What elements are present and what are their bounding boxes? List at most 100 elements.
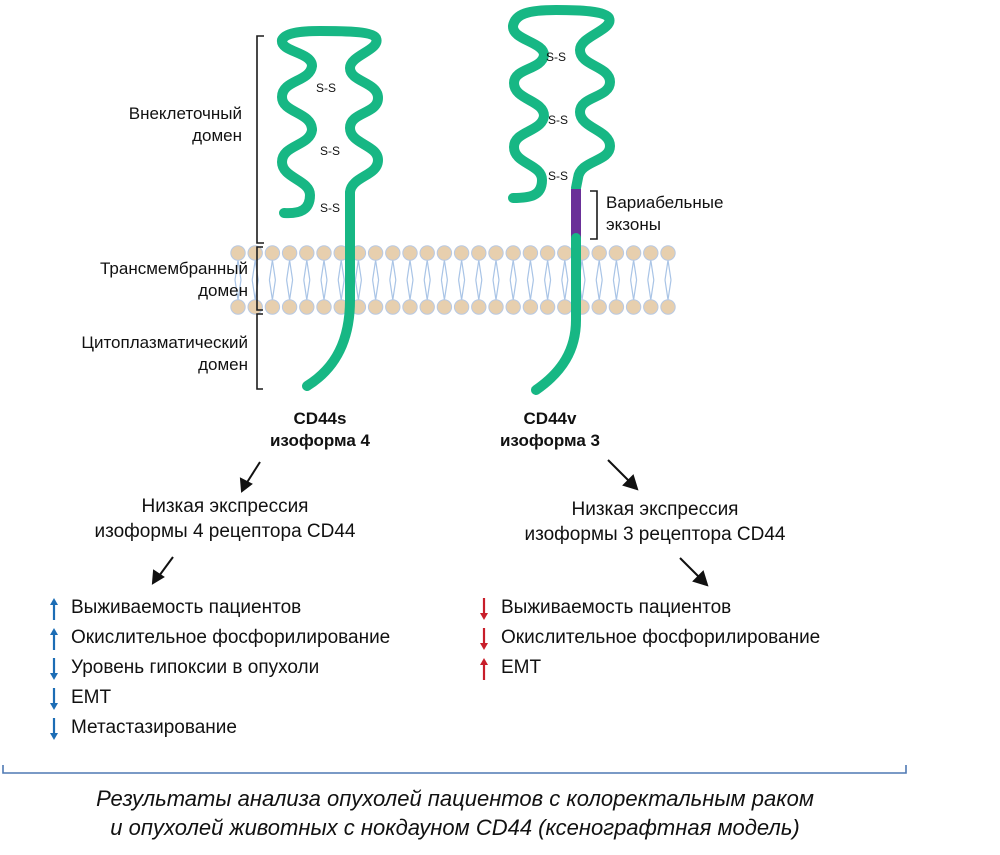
effect-line: изоформы 3 рецептора CD44 — [524, 524, 786, 545]
lipid-tail — [372, 279, 377, 300]
lipid-tail — [320, 260, 325, 281]
lipid-tail — [392, 279, 397, 300]
lipid-tail — [392, 260, 397, 281]
lipid-tail — [289, 279, 294, 300]
lipid-tail — [561, 279, 566, 300]
lipid-tail — [337, 260, 342, 281]
lipid-tail — [423, 279, 428, 300]
label-line: Внеклеточный — [128, 104, 242, 123]
down-arrow-icon — [50, 688, 58, 710]
cd44s-effect: Низкая экспрессия изоформы 4 рецептора C… — [50, 494, 400, 544]
lipid-head — [522, 245, 539, 261]
lipid-head — [385, 299, 401, 315]
outcome-item: Выживаемость пациентов — [501, 597, 732, 618]
lipid-head — [488, 299, 504, 315]
lipid-tail — [237, 279, 242, 300]
arrow-effect3-to-outcomes — [679, 557, 701, 579]
isoform-subtitle: изоформа 4 — [269, 431, 371, 450]
lipid-head — [539, 245, 556, 261]
lipid-tail — [495, 260, 500, 281]
lipid-tail — [354, 279, 359, 300]
lipid-head — [316, 299, 332, 315]
lipid-head — [557, 245, 573, 261]
lipid-tail — [630, 260, 635, 281]
lipid-tail — [237, 260, 242, 281]
lipid-tail — [303, 279, 308, 300]
lipid-tail — [495, 279, 500, 300]
disulfide-bond-label: S-S — [546, 50, 567, 64]
lipid-tail — [630, 279, 635, 300]
lipid-head — [608, 245, 625, 261]
lipid-tail — [529, 260, 534, 281]
cell-membrane — [230, 245, 676, 315]
lipid-tail — [650, 279, 655, 300]
arrowhead-icon — [151, 569, 165, 585]
lipid-head — [367, 245, 384, 261]
isoform-name: CD44s — [293, 409, 347, 428]
transmembrane-bracket — [256, 246, 263, 311]
cytoplasmic-bracket — [256, 313, 263, 390]
lipid-tail — [598, 260, 603, 281]
lipid-tail — [389, 279, 394, 300]
lipid-tail — [372, 260, 377, 281]
lipid-head — [625, 299, 642, 315]
lipid-tail — [478, 279, 483, 300]
cd44v-extracellular-chain — [508, 4, 616, 203]
lipid-tail — [595, 279, 600, 300]
lipid-tail — [667, 260, 672, 281]
lipid-head — [660, 245, 676, 261]
lipid-head — [625, 245, 642, 261]
outcome-item: Окислительное фосфорилирование — [71, 627, 391, 648]
arrowhead-icon — [622, 474, 639, 491]
lipid-head — [471, 245, 487, 261]
outcome-item: Окислительное фосфорилирование — [501, 627, 821, 648]
lipid-tail — [612, 279, 617, 300]
lipid-tail — [440, 260, 445, 281]
disulfide-bond-label: S-S — [316, 81, 337, 95]
lipid-tail — [512, 260, 517, 281]
lipid-head — [281, 245, 298, 261]
outcome-item: ЕМТ — [501, 657, 542, 678]
lipid-head — [264, 245, 281, 261]
up-arrow-icon — [480, 658, 488, 680]
lipid-head — [419, 299, 435, 315]
lipid-head — [453, 245, 470, 261]
lipid-tail — [598, 279, 603, 300]
lipid-head — [402, 299, 418, 315]
lipid-tail — [375, 260, 380, 281]
lipid-head — [230, 299, 246, 315]
lipid-head — [281, 299, 298, 315]
lipid-tail — [406, 260, 411, 281]
effect-line: изоформы 4 рецептора CD44 — [94, 521, 356, 542]
lipid-tail — [461, 260, 466, 281]
effect-line: Низкая экспрессия — [141, 496, 309, 517]
cd44v-title: CD44v изоформа 3 — [480, 408, 620, 452]
outcome-item: Уровень гипоксии в опухоли — [71, 657, 320, 678]
lipid-tail — [375, 279, 380, 300]
lipid-tail — [581, 279, 586, 300]
down-arrow-icon — [50, 718, 58, 740]
lipid-tail — [323, 279, 328, 300]
lipid-tail — [426, 279, 431, 300]
cd44v-transmembrane-chain — [531, 233, 581, 395]
down-arrow-icon — [50, 658, 58, 680]
lipid-tail — [443, 260, 448, 281]
cd44s-extracellular-chain — [276, 25, 384, 219]
lipid-tail — [475, 279, 480, 300]
lipid-tail — [440, 279, 445, 300]
trend-arrows — [50, 598, 488, 740]
lipid-head — [505, 245, 521, 261]
down-arrow-icon — [480, 598, 488, 620]
lipid-tail — [409, 279, 414, 300]
lipid-tail — [271, 279, 276, 300]
lipid-head — [660, 299, 676, 315]
disulfide-bond-label: S-S — [320, 144, 341, 158]
lipid-tail — [595, 260, 600, 281]
lipid-tail — [306, 260, 311, 281]
lipid-tail — [286, 260, 291, 281]
lipid-head — [471, 299, 487, 315]
lipid-head — [608, 299, 625, 315]
lipid-head — [264, 299, 281, 315]
lipid-tail — [268, 260, 273, 281]
